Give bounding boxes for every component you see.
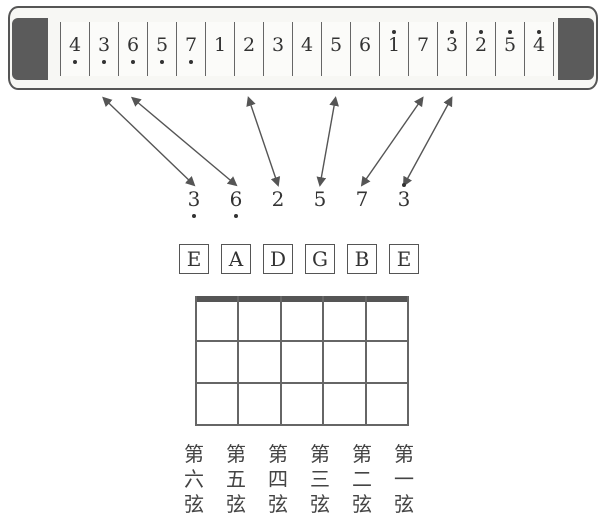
hole-note: 6 bbox=[126, 34, 140, 56]
string-line-3 bbox=[322, 296, 324, 426]
string-tone-1: 3 bbox=[182, 187, 206, 218]
harmonica-hole-17: 4 bbox=[525, 22, 554, 76]
harmonica-hole-16: 5 bbox=[496, 22, 525, 76]
hole-note: 3 bbox=[271, 34, 285, 56]
string-tone-6: 3 bbox=[392, 183, 416, 211]
harmonica-hole-9: 4 bbox=[293, 22, 322, 76]
link-arrow-3 bbox=[246, 96, 281, 187]
low-octave-dot bbox=[131, 60, 135, 64]
string-label-1: 第六弦 bbox=[184, 442, 204, 516]
hole-note: 7 bbox=[184, 34, 198, 56]
harmonica-left-cap bbox=[12, 18, 48, 80]
high-octave-dot bbox=[402, 183, 406, 187]
hole-note: 5 bbox=[503, 34, 517, 56]
string-line-2 bbox=[365, 296, 367, 426]
string-line-1 bbox=[407, 296, 409, 426]
harmonica-hole-6: 1 bbox=[206, 22, 235, 76]
tone-number: 5 bbox=[313, 187, 327, 211]
string-note-box-4: G bbox=[305, 244, 335, 274]
harmonica-hole-12: 1 bbox=[380, 22, 409, 76]
low-octave-dot bbox=[189, 60, 193, 64]
link-arrow-2 bbox=[130, 96, 238, 187]
hole-note: 3 bbox=[97, 34, 111, 56]
harmonica-hole-5: 7 bbox=[177, 22, 206, 76]
harmonica-hole-15: 2 bbox=[467, 22, 496, 76]
low-octave-dot bbox=[192, 214, 196, 218]
harmonica-hole-7: 2 bbox=[235, 22, 264, 76]
fretboard-nut bbox=[195, 296, 409, 302]
hole-note: 5 bbox=[329, 34, 343, 56]
harmonica-hole-11: 6 bbox=[351, 22, 380, 76]
low-octave-dot bbox=[73, 60, 77, 64]
high-octave-dot bbox=[479, 30, 483, 34]
high-octave-dot bbox=[508, 30, 512, 34]
fret-line-3 bbox=[195, 424, 409, 426]
link-arrow-6 bbox=[403, 96, 453, 187]
low-octave-dot bbox=[102, 60, 106, 64]
tone-number: 7 bbox=[355, 187, 369, 211]
link-arrow-4 bbox=[316, 96, 339, 187]
fret-line-1 bbox=[195, 340, 409, 342]
tone-number: 2 bbox=[271, 187, 285, 211]
harmonica-hole-3: 6 bbox=[119, 22, 148, 76]
hole-note: 1 bbox=[387, 34, 401, 56]
hole-note: 2 bbox=[474, 34, 488, 56]
string-tone-5: 7 bbox=[350, 188, 374, 210]
low-octave-dot bbox=[160, 60, 164, 64]
high-octave-dot bbox=[450, 30, 454, 34]
string-label-5: 第二弦 bbox=[352, 442, 372, 516]
harmonica-hole-1: 4 bbox=[61, 22, 90, 76]
tone-number: 6 bbox=[229, 187, 243, 211]
harmonica-hole-8: 3 bbox=[264, 22, 293, 76]
fret-line-2 bbox=[195, 382, 409, 384]
hole-note: 7 bbox=[416, 34, 430, 56]
string-label-2: 第五弦 bbox=[226, 442, 246, 516]
string-tone-2: 6 bbox=[224, 187, 248, 218]
harmonica-hole-4: 5 bbox=[148, 22, 177, 76]
string-note-box-5: B bbox=[347, 244, 377, 274]
string-line-4 bbox=[280, 296, 282, 426]
hole-note: 4 bbox=[300, 34, 314, 56]
hole-note: 3 bbox=[445, 34, 459, 56]
hole-note: 1 bbox=[213, 34, 227, 56]
hole-note: 4 bbox=[532, 34, 546, 56]
high-octave-dot bbox=[537, 30, 541, 34]
hole-note: 2 bbox=[242, 34, 256, 56]
string-note-box-1: E bbox=[179, 244, 209, 274]
string-label-6: 第一弦 bbox=[394, 442, 414, 516]
harmonica-hole-10: 5 bbox=[322, 22, 351, 76]
string-note-box-6: E bbox=[389, 244, 419, 274]
string-note-box-3: D bbox=[263, 244, 293, 274]
string-line-5 bbox=[237, 296, 239, 426]
string-label-3: 第四弦 bbox=[268, 442, 288, 516]
hole-note: 6 bbox=[358, 34, 372, 56]
link-arrow-1 bbox=[102, 96, 196, 187]
harmonica-right-cap bbox=[558, 18, 594, 80]
string-tone-3: 2 bbox=[266, 188, 290, 210]
link-arrow-5 bbox=[360, 96, 424, 187]
low-octave-dot bbox=[234, 214, 238, 218]
harmonica-hole-13: 7 bbox=[409, 22, 438, 76]
string-tone-4: 5 bbox=[308, 188, 332, 210]
hole-note: 4 bbox=[68, 34, 82, 56]
fretboard-grid bbox=[195, 296, 409, 426]
string-line-6 bbox=[195, 296, 197, 426]
string-note-box-2: A bbox=[221, 244, 251, 274]
string-label-4: 第三弦 bbox=[310, 442, 330, 516]
tone-number: 3 bbox=[187, 187, 201, 211]
hole-note: 5 bbox=[155, 34, 169, 56]
harmonica-hole-2: 3 bbox=[90, 22, 119, 76]
tone-number: 3 bbox=[397, 187, 411, 211]
high-octave-dot bbox=[392, 30, 396, 34]
harmonica-hole-14: 3 bbox=[438, 22, 467, 76]
